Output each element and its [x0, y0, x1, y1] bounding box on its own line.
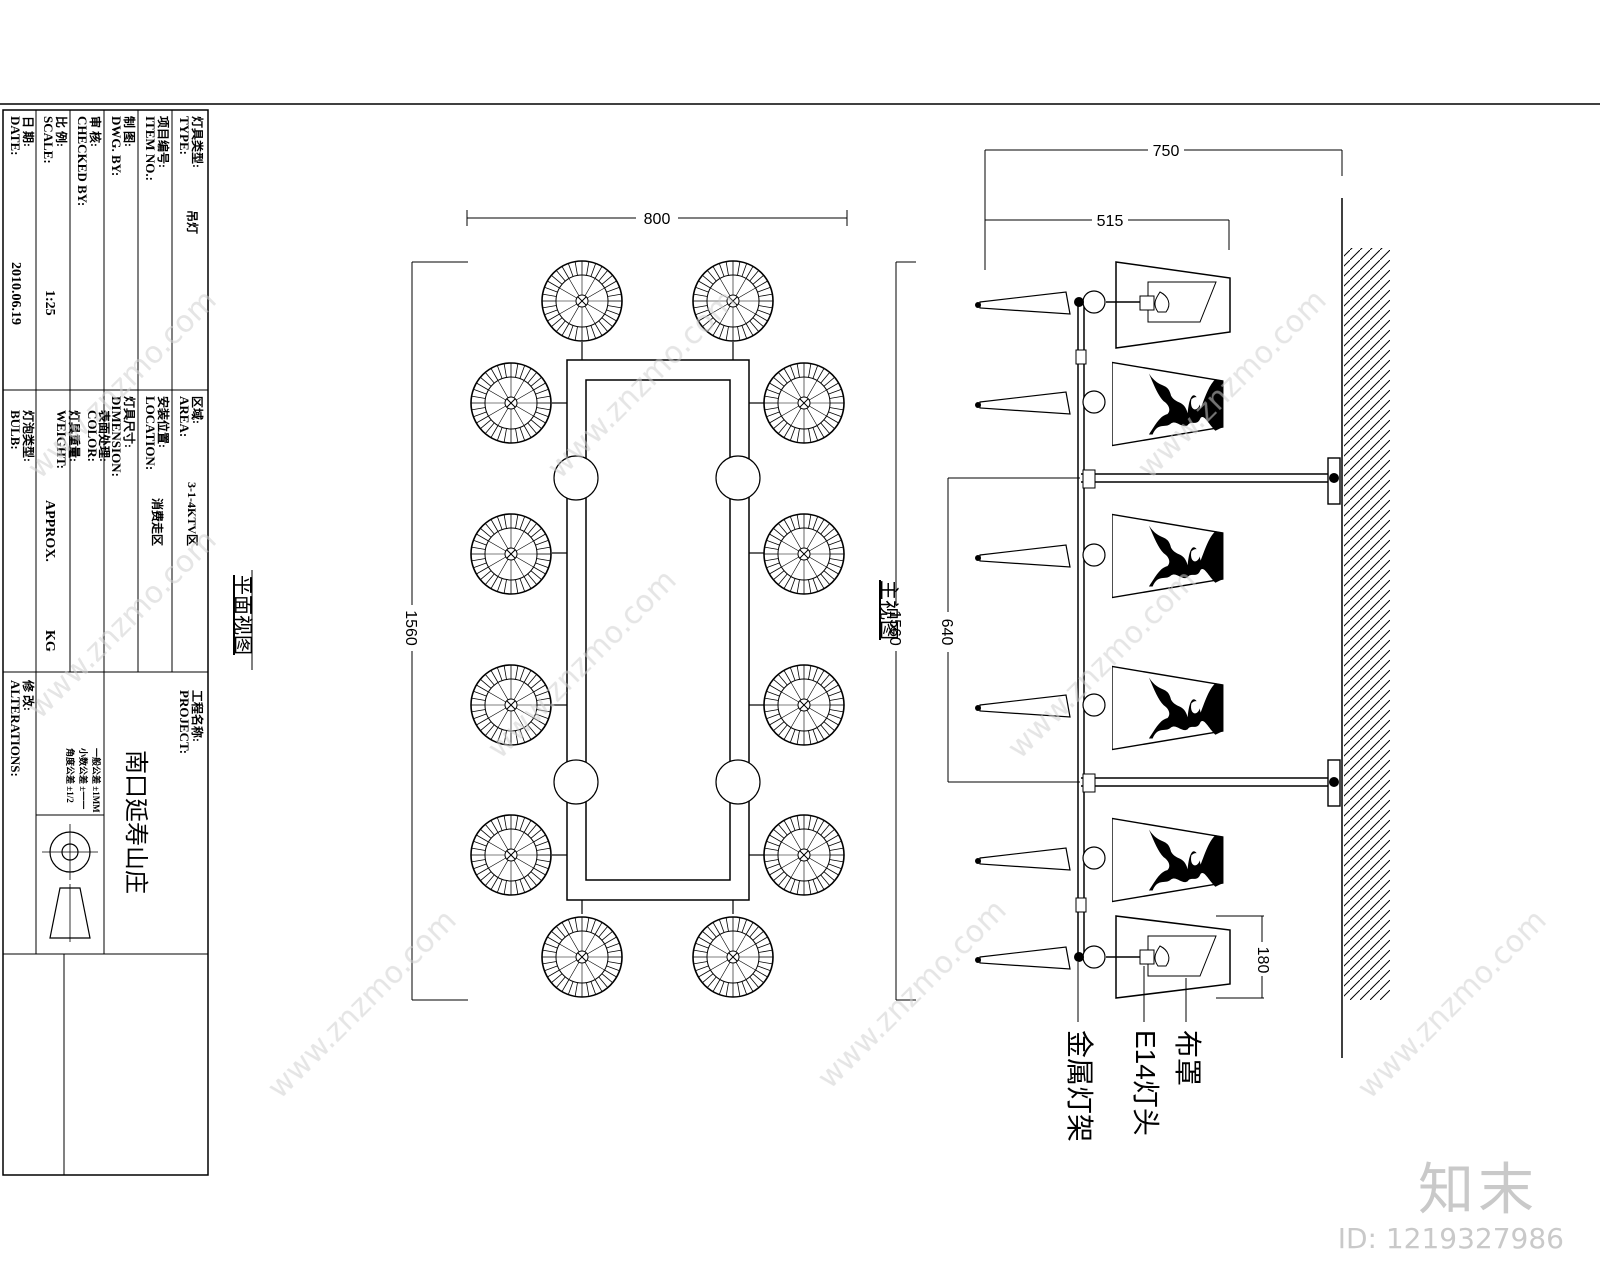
- checked-label-en: CHECKED BY:: [75, 116, 90, 206]
- elev-dim-shade: 180: [1254, 947, 1271, 974]
- svg-text:www.znzmo.com: www.znzmo.com: [541, 283, 744, 486]
- label-socket: E14灯头: [1130, 1030, 1161, 1136]
- label-shade: 布罩: [1172, 1030, 1203, 1086]
- scale-label-en: SCALE:: [41, 116, 56, 164]
- svg-text:www.znzmo.com: www.znzmo.com: [261, 903, 464, 1106]
- weight-value: APPROX.: [42, 500, 57, 562]
- type-value: 吊灯: [185, 210, 200, 234]
- scale-value: 1:25: [42, 290, 57, 316]
- checked-label-cn: 审 核:: [88, 116, 103, 147]
- date-label-cn: 日 期:: [21, 116, 36, 147]
- watermark-text: www.znzmo.com www.znzmo.com www.znzmo.co…: [21, 283, 1554, 1106]
- svg-text:www.znzmo.com: www.znzmo.com: [1001, 563, 1204, 766]
- bulb-label-en: BULB:: [8, 410, 23, 450]
- alterations-label-cn: 修 改:: [21, 679, 36, 711]
- date-label-en: DATE:: [8, 116, 23, 155]
- label-frame: 金属灯架: [1064, 1030, 1095, 1142]
- weight-unit: KG: [42, 630, 57, 652]
- title-block: 灯具类型: TYPE: 吊灯 项目编号: ITEM NO.: 制 图: DWG.…: [2, 109, 209, 1176]
- weight-label-en: WEIGHT:: [54, 410, 69, 469]
- elev-view-title: 主视图: [877, 580, 900, 640]
- dimension-label-cn: 灯具尺寸:: [122, 396, 137, 448]
- elev-dim-spacing: 640: [938, 619, 955, 646]
- project-label-en: PROJECT:: [177, 690, 192, 754]
- item-label-en: ITEM NO.:: [143, 116, 158, 181]
- area-label-cn: 区域:: [190, 396, 205, 424]
- location-label-cn: 安装位置:: [156, 396, 171, 448]
- tolerance-2: 小数公差 ±一一: [78, 747, 89, 809]
- elev-candle-arms: [979, 290, 1106, 970]
- area-label-en: AREA:: [177, 396, 192, 437]
- dwg-label-cn: 制 图:: [122, 116, 137, 147]
- projection-symbol: [42, 824, 98, 942]
- type-label-cn: 灯具类型:: [190, 116, 205, 168]
- scale-label-cn: 比 例:: [54, 116, 69, 147]
- dwg-label-en: DWG. BY:: [109, 116, 124, 176]
- elev-dim-height: 1560: [886, 610, 903, 646]
- tolerance-3: 角度公差 ±1/2: [65, 748, 76, 803]
- area-value: 3-1-4KTV区: [185, 482, 199, 546]
- elev-dim-total: 750: [1153, 143, 1180, 160]
- svg-text:www.znzmo.com: www.znzmo.com: [1131, 283, 1334, 486]
- type-label-en: TYPE:: [177, 116, 192, 155]
- alterations-label-en: ALTERATIONS:: [8, 680, 23, 777]
- item-label-cn: 项目编号:: [156, 116, 171, 168]
- color-label-en: COLOR:: [85, 410, 100, 462]
- location-value: 消费走区: [150, 498, 165, 546]
- project-value: 南口延寿山庄: [122, 750, 149, 894]
- elevation-view: 750 515 1560 主视图 640: [877, 140, 1390, 1142]
- watermark-brand: 知末: [1418, 1158, 1538, 1223]
- plan-bulb-globes: [553, 455, 761, 805]
- bulb-label-cn: 灯泡类型:: [21, 410, 36, 462]
- date-value: 2010.06.19: [8, 262, 23, 325]
- plan-dim-width: 800: [644, 211, 671, 228]
- location-label-en: LOCATION:: [143, 396, 158, 470]
- elev-shades: [1106, 261, 1231, 999]
- elev-dim-arm: 515: [1097, 213, 1124, 230]
- dimension-label-en: DIMENSION:: [109, 396, 124, 477]
- weight-label-cn: 灯具重量:: [67, 410, 82, 462]
- plan-view: 800 1560: [231, 208, 848, 1001]
- plan-dim-height: 1560: [402, 610, 419, 646]
- color-label-cn: 表面处理:: [97, 409, 112, 462]
- watermark-id: ID: 1219327986: [1337, 1222, 1564, 1255]
- plan-view-title: 平面视图: [231, 575, 254, 655]
- project-label-cn: 工程名称:: [190, 690, 205, 742]
- svg-text:www.znzmo.com: www.znzmo.com: [811, 893, 1014, 1096]
- tolerance-1: 一般公差 ±1MM: [91, 748, 102, 813]
